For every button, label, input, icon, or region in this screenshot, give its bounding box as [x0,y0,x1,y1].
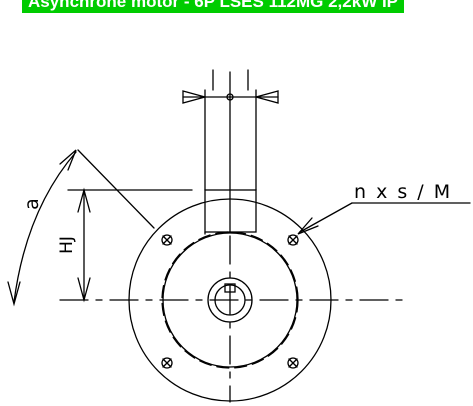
shaft-dim-arrow-right [253,90,279,104]
title-bar: Asynchrone motor - 6P LSES 112MG 2,2kW I… [0,0,473,22]
angle-label: a [21,198,43,210]
height-dimension [59,187,408,303]
bolt-hole-bottom-left [161,357,173,369]
spigot-circle [162,232,298,368]
terminal-box-outline [204,189,257,233]
terminal-box [204,189,257,235]
top-shaft-view [182,69,279,233]
bolt-circle [161,231,299,369]
angle-arrow-top [59,149,77,171]
bolt-holes [161,234,299,369]
angle-arc [13,151,77,303]
callout-arrow [297,217,319,235]
callout-leader [299,202,353,233]
hole-callout [297,202,471,235]
height-dim-arrow-bottom [77,277,91,303]
shaft-center-dot [226,93,234,101]
bolt-hole-bottom-right [287,357,299,369]
angle-ref-line [77,149,155,229]
shaft-inner-circle [214,284,246,316]
shaft-dim-arrow-left [182,90,208,104]
bolt-hole-top-right [287,234,299,246]
bolt-hole-top-left [161,234,173,246]
angle-dimension [7,149,155,307]
angle-arrow-bottom [7,281,21,307]
height-dim-arrow-top [77,187,91,213]
holes-label: n x s / M [354,181,452,203]
height-label: HJ [57,236,77,254]
flange [128,198,332,403]
title-text: Asynchrone motor - 6P LSES 112MG 2,2kW I… [22,0,405,13]
